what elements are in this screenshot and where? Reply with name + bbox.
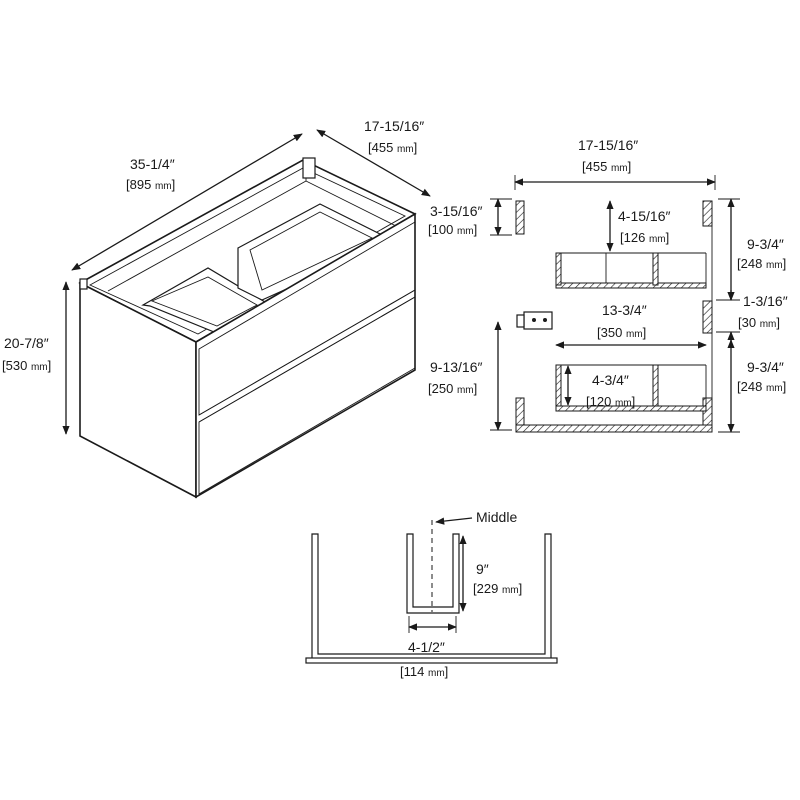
lower-height-inches: 9-13/16″	[430, 359, 482, 375]
vanity-side-section-view: 17-15/16″ [455 mm] 4-15/16″ [126 mm] 13-…	[428, 137, 788, 433]
iso-height-mm-label: [530 mm]	[2, 358, 51, 373]
drawer-depth-inches: 13-3/4″	[602, 302, 647, 318]
top-gap-mm-label: [100 mm]	[428, 222, 477, 237]
bottom-panel-hatch	[515, 424, 713, 433]
upper-section-mm-label: [248 mm]	[737, 256, 786, 271]
vanity-corner-bracket-icon	[79, 278, 88, 290]
back-bottom-hatch	[702, 397, 713, 429]
upper-drawer-front-hatch	[555, 252, 562, 286]
side-depth-inches: 17-15/16″	[578, 137, 638, 153]
side-bracket-icon	[523, 311, 553, 330]
iso-height-inches: 20-7/8″	[4, 335, 49, 351]
cutout-notch	[406, 533, 460, 614]
drawer-depth-mm-label: [350 mm]	[597, 325, 646, 340]
cutout-base-plate	[305, 657, 558, 664]
front-top-rail-hatch	[515, 200, 525, 235]
back-middle-hatch	[702, 300, 713, 334]
lower-drawer-mid-hatch	[652, 364, 659, 410]
middle-label: Middle	[476, 509, 517, 525]
notch-width-mm-label: [114 mm]	[400, 664, 448, 679]
lower-drawer-bottom-hatch	[555, 405, 707, 412]
divider-inches: 1-3/16″	[743, 293, 788, 309]
front-bottom-rail-hatch	[515, 397, 525, 429]
side-depth-mm-label: [455 mm]	[582, 159, 631, 174]
lower-section-inches: 9-3/4″	[747, 359, 784, 375]
back-top-hatch	[702, 200, 713, 227]
lower-drawer-height-inches: 4-3/4″	[592, 372, 629, 388]
iso-width-mm-label: [895 mm]	[126, 177, 175, 192]
vanity-inner-drawer-left-inner	[150, 276, 258, 327]
iso-width-inches: 35-1/4″	[130, 156, 175, 172]
middle-leader-line	[435, 517, 473, 525]
lower-height-mm-label: [250 mm]	[428, 381, 477, 396]
vanity-drawer-gap	[198, 289, 416, 423]
lower-drawer-height-mm-label: [120 mm]	[586, 394, 635, 409]
iso-depth-mm-label: [455 mm]	[368, 140, 417, 155]
upper-section-inches: 9-3/4″	[747, 236, 784, 252]
divider-mm-label: [30 mm]	[738, 315, 780, 330]
lower-section-mm-label: [248 mm]	[737, 379, 786, 394]
notch-depth-mm-label: [229 mm]	[473, 581, 522, 596]
lower-drawer-front-hatch	[555, 364, 562, 410]
side-bracket-mount-icon	[516, 314, 525, 328]
upper-drawer-height-inches: 4-15/16″	[618, 208, 670, 224]
vanity-front-panel	[195, 212, 416, 499]
top-gap-inches: 3-15/16″	[430, 203, 482, 219]
notch-depth-inches: 9″	[476, 561, 489, 577]
vanity-isometric-view: 35-1/4″ [895 mm] 17-15/16″ [455 mm] 20-7…	[2, 118, 431, 499]
upper-drawer-mid-hatch	[652, 252, 659, 286]
upper-drawer-bottom-hatch	[555, 282, 707, 289]
notch-width-inches: 4-1/2″	[408, 639, 445, 655]
drawer-cutout-view: Middle 9″ [229 mm] 4-1/2″ [114 mm]	[305, 509, 558, 679]
iso-depth-dim-line	[316, 129, 431, 197]
vanity-bracket-icon	[302, 157, 316, 179]
iso-width-dim-line	[71, 133, 303, 271]
iso-depth-inches: 17-15/16″	[364, 118, 424, 134]
upper-drawer-height-mm-label: [126 mm]	[620, 230, 669, 245]
